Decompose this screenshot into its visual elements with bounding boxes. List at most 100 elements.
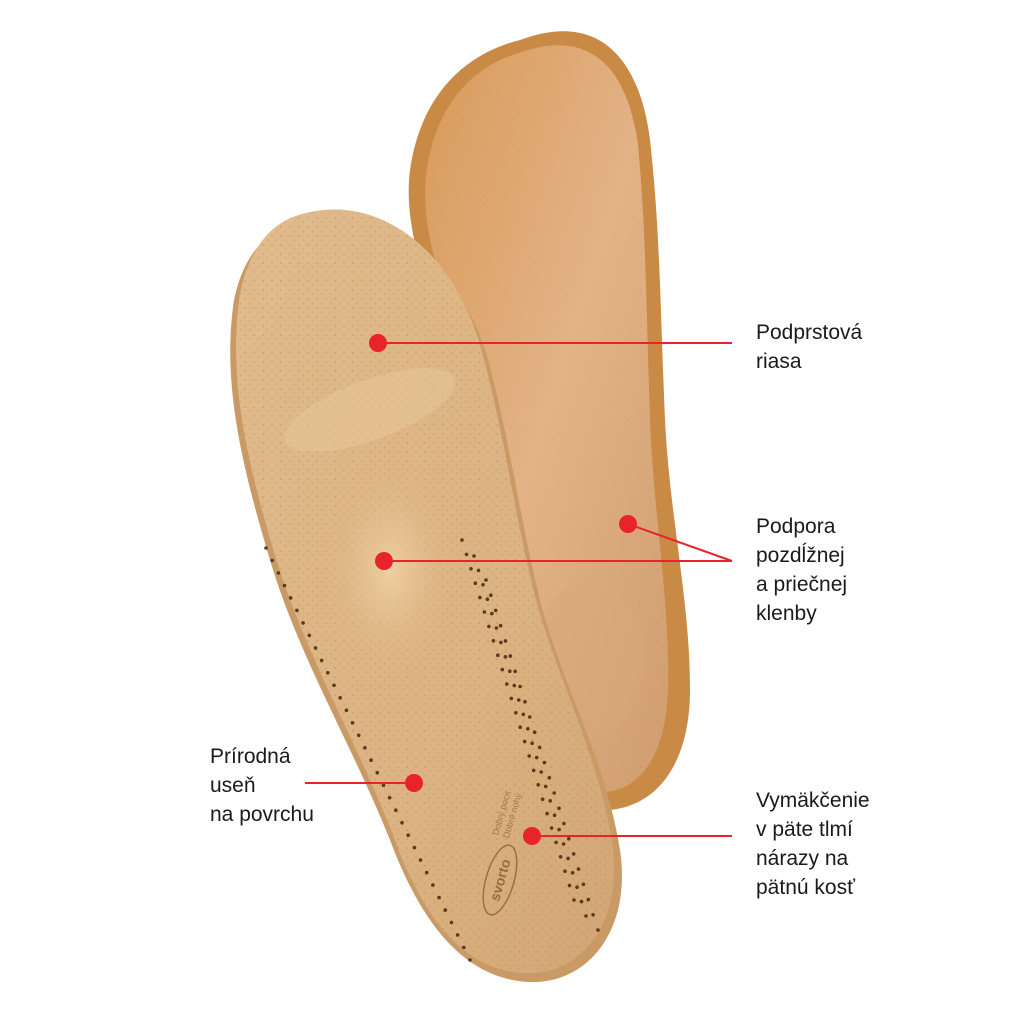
- perforation-hole: [570, 871, 575, 875]
- arch-support-label-line: klenby: [756, 602, 817, 625]
- perforation-hole: [548, 799, 552, 803]
- perforation-hole: [375, 770, 380, 775]
- perforation-hole: [503, 655, 508, 659]
- perforation-hole: [561, 842, 566, 846]
- perforation-hole: [503, 639, 508, 643]
- perforation-hole: [518, 725, 522, 729]
- perforation-hole: [505, 682, 509, 686]
- perforation-hole: [326, 671, 330, 675]
- heel-cushion-label: Vymäkčenie v päte tlmí nárazy na pätnú k…: [756, 786, 870, 902]
- natural-leather-label-line: Prírodná: [210, 745, 291, 768]
- perforation-hole: [295, 608, 299, 613]
- perforation-hole: [462, 945, 466, 950]
- perforation-hole: [319, 658, 324, 663]
- perforation-hole: [567, 836, 571, 841]
- perforation-hole: [301, 621, 305, 625]
- perforation-hole: [586, 897, 591, 902]
- perforation-hole: [264, 546, 268, 550]
- natural-leather-marker: [405, 774, 423, 792]
- front-insole-toe-ridge: [284, 368, 456, 452]
- perforation-hole: [554, 840, 558, 845]
- perforation-hole: [338, 696, 343, 700]
- perforation-hole: [552, 791, 556, 795]
- perforation-hole: [514, 711, 518, 715]
- perforation-hole: [536, 783, 540, 787]
- perforation-hole: [575, 885, 579, 889]
- heel-cushion-label-line: v päte tlmí: [756, 818, 853, 841]
- perforation-hole: [400, 820, 404, 825]
- perforation-hole: [356, 733, 361, 738]
- perforation-hole: [484, 578, 488, 582]
- perforation-hole: [469, 567, 473, 571]
- perforation-hole: [455, 933, 460, 937]
- perforation-hole: [527, 754, 531, 758]
- perforation-hole: [563, 869, 567, 873]
- perforation-hole: [468, 958, 472, 962]
- perforation-hole: [508, 669, 512, 673]
- heel-cushion-label-line: pätnú kosť: [756, 876, 855, 899]
- perforation-hole: [489, 593, 493, 597]
- perforation-hole: [496, 653, 500, 657]
- perforation-hole: [491, 639, 496, 643]
- perforation-hole: [530, 741, 534, 745]
- perforation-hole: [437, 895, 441, 900]
- perforation-hole: [487, 624, 491, 629]
- perforation-hole: [572, 898, 576, 902]
- perforation-hole: [288, 596, 293, 600]
- perforation-hole: [567, 883, 572, 888]
- perforation-hole: [270, 558, 275, 563]
- perforation-hole: [490, 611, 494, 616]
- perforation-hole: [313, 646, 318, 650]
- perforation-hole: [566, 856, 570, 861]
- perforation-hole: [394, 808, 398, 812]
- natural-leather-label: Prírodná useň na povrchu: [210, 742, 314, 829]
- perforation-hole: [547, 776, 552, 780]
- arch-support-label-line: pozdĺžnej: [756, 544, 845, 567]
- perforation-hole: [591, 913, 595, 917]
- perforation-hole: [363, 746, 367, 750]
- perforation-hole: [443, 908, 448, 912]
- front-insole-perforations: [264, 538, 600, 962]
- perforation-hole: [460, 538, 464, 542]
- perforation-hole: [543, 784, 548, 789]
- perforation-hole: [472, 554, 476, 558]
- perforation-hole: [571, 852, 576, 856]
- perforation-hole: [581, 882, 586, 887]
- arch-support-leader-back: [627, 523, 733, 562]
- perforation-hole: [494, 626, 499, 630]
- perforation-hole: [552, 813, 557, 817]
- heel-cushion-label-line: Vymäkčenie: [756, 789, 870, 812]
- perforation-hole: [534, 755, 539, 760]
- perforation-hole: [498, 623, 503, 628]
- perforation-hole: [282, 583, 287, 588]
- front-insole-arch-pad: [320, 460, 460, 680]
- arch-support-marker-front: [375, 552, 393, 570]
- perforation-hole: [350, 721, 355, 725]
- toe-ridge-marker: [369, 334, 387, 352]
- perforation-hole: [508, 654, 513, 658]
- natural-leather-label-line: na povrchu: [210, 803, 314, 826]
- perforation-hole: [464, 552, 469, 557]
- natural-leather-label-line: useň: [210, 774, 256, 797]
- perforation-hole: [387, 795, 392, 800]
- perforation-hole: [449, 920, 454, 925]
- perforation-hole: [579, 899, 584, 904]
- perforation-hole: [562, 821, 566, 826]
- perforation-hole: [473, 581, 478, 585]
- perforation-hole: [523, 699, 527, 704]
- perforation-hole: [499, 640, 503, 645]
- perforation-hole: [500, 667, 505, 672]
- perforation-hole: [493, 608, 498, 613]
- perforation-hole: [545, 811, 549, 816]
- perforation-hole: [596, 928, 600, 932]
- perforation-hole: [485, 597, 490, 601]
- perforation-hole: [532, 730, 537, 734]
- arch-support-label-line: a priečnej: [756, 573, 848, 596]
- perforation-hole: [539, 770, 543, 774]
- perforation-hole: [431, 883, 435, 887]
- perforation-hole: [369, 758, 373, 762]
- perforation-hole: [418, 858, 423, 862]
- perforation-hole: [517, 698, 521, 702]
- perforation-hole: [537, 745, 542, 750]
